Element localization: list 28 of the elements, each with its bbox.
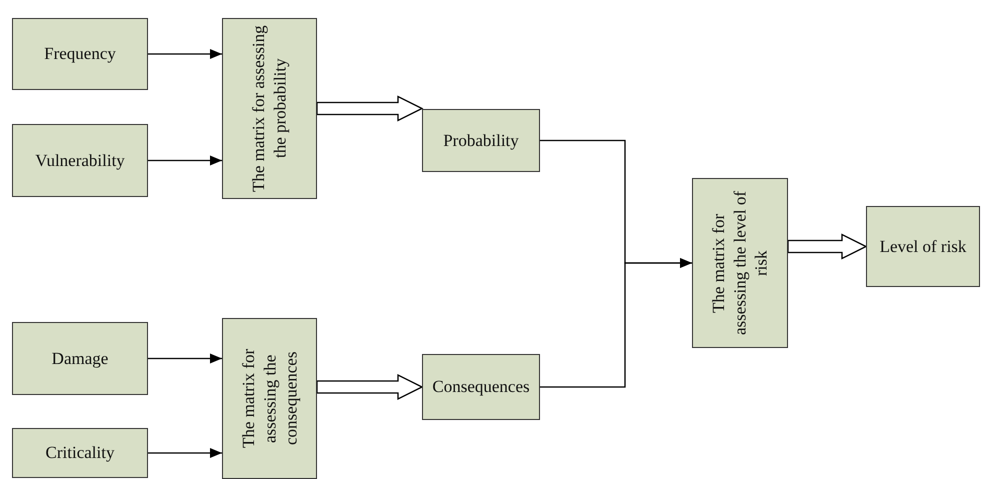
arrow [148, 354, 222, 364]
block-arrow [787, 233, 868, 260]
process-box [866, 206, 980, 287]
arrow [540, 258, 692, 388]
process-box [12, 18, 148, 90]
box-label: Frequency [44, 43, 116, 65]
block-arrow [316, 95, 424, 122]
box-label: Probability [443, 130, 519, 152]
box-label: Level of risk [880, 236, 966, 258]
box-label: Vulnerability [35, 150, 125, 172]
process-box [422, 109, 540, 172]
process-box [12, 428, 148, 478]
arrow [148, 49, 222, 59]
arrow [148, 448, 222, 458]
box-label: The matrix for assessing the level of risk [708, 190, 772, 337]
block-arrow [316, 374, 424, 400]
box-label: Damage [52, 348, 108, 370]
process-box [422, 354, 540, 420]
matrix-box [222, 318, 317, 479]
box-label: The matrix for assessing the probability [248, 24, 290, 194]
box-label: Consequences [432, 376, 530, 398]
process-box [12, 322, 148, 395]
box-label: The matrix for assessing the consequences [238, 348, 302, 450]
matrix-box [692, 178, 788, 348]
matrix-box [222, 18, 317, 199]
process-box [12, 124, 148, 197]
arrow [148, 156, 222, 166]
box-label: Criticality [46, 442, 114, 464]
